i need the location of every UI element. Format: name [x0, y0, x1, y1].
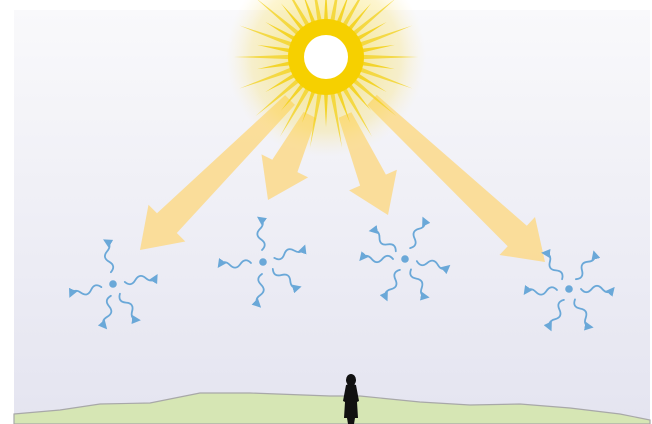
particle-dot — [401, 255, 409, 263]
particle-dot — [259, 258, 267, 266]
particle-dot — [565, 285, 573, 293]
particle-dot — [109, 280, 117, 288]
sun-core — [304, 35, 348, 79]
